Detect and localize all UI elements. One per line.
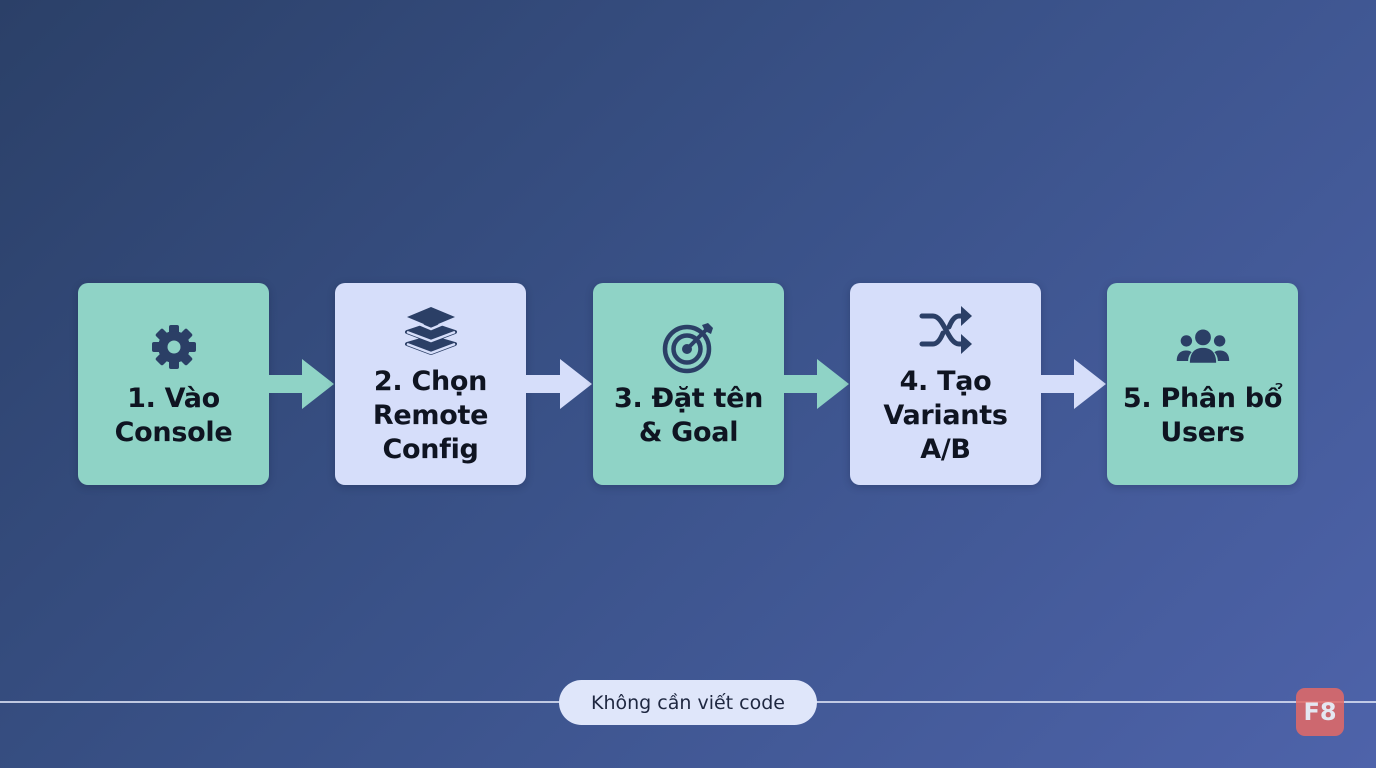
arrow-3-icon: [783, 357, 851, 411]
gear-icon: [142, 318, 206, 376]
step-4-card: 4. Tạo Variants A/B: [850, 283, 1041, 485]
step-1-label: 1. Vào Console: [114, 383, 233, 448]
arrow-1-icon: [268, 357, 336, 411]
f8-logo: F8: [1296, 688, 1344, 736]
step-5-card: 5. Phân bổ Users: [1107, 283, 1298, 485]
step-5-label: 5. Phân bổ Users: [1122, 383, 1283, 448]
step-4-label: 4. Tạo Variants A/B: [883, 366, 1008, 465]
step-2-label: 2. Chọn Remote Config: [372, 366, 489, 465]
step-1-card: 1. Vào Console: [78, 283, 269, 485]
layers-icon: [399, 301, 463, 359]
step-3-label: 3. Đặt tên & Goal: [613, 383, 764, 448]
shuffle-icon: [914, 301, 978, 359]
step-3-card: 3. Đặt tên & Goal: [593, 283, 784, 485]
users-icon: [1171, 318, 1235, 376]
step-2-card: 2. Chọn Remote Config: [335, 283, 526, 485]
no-code-badge: Không cần viết code: [559, 680, 817, 725]
arrow-2-icon: [526, 357, 594, 411]
target-icon: [657, 318, 721, 376]
arrow-4-icon: [1040, 357, 1108, 411]
